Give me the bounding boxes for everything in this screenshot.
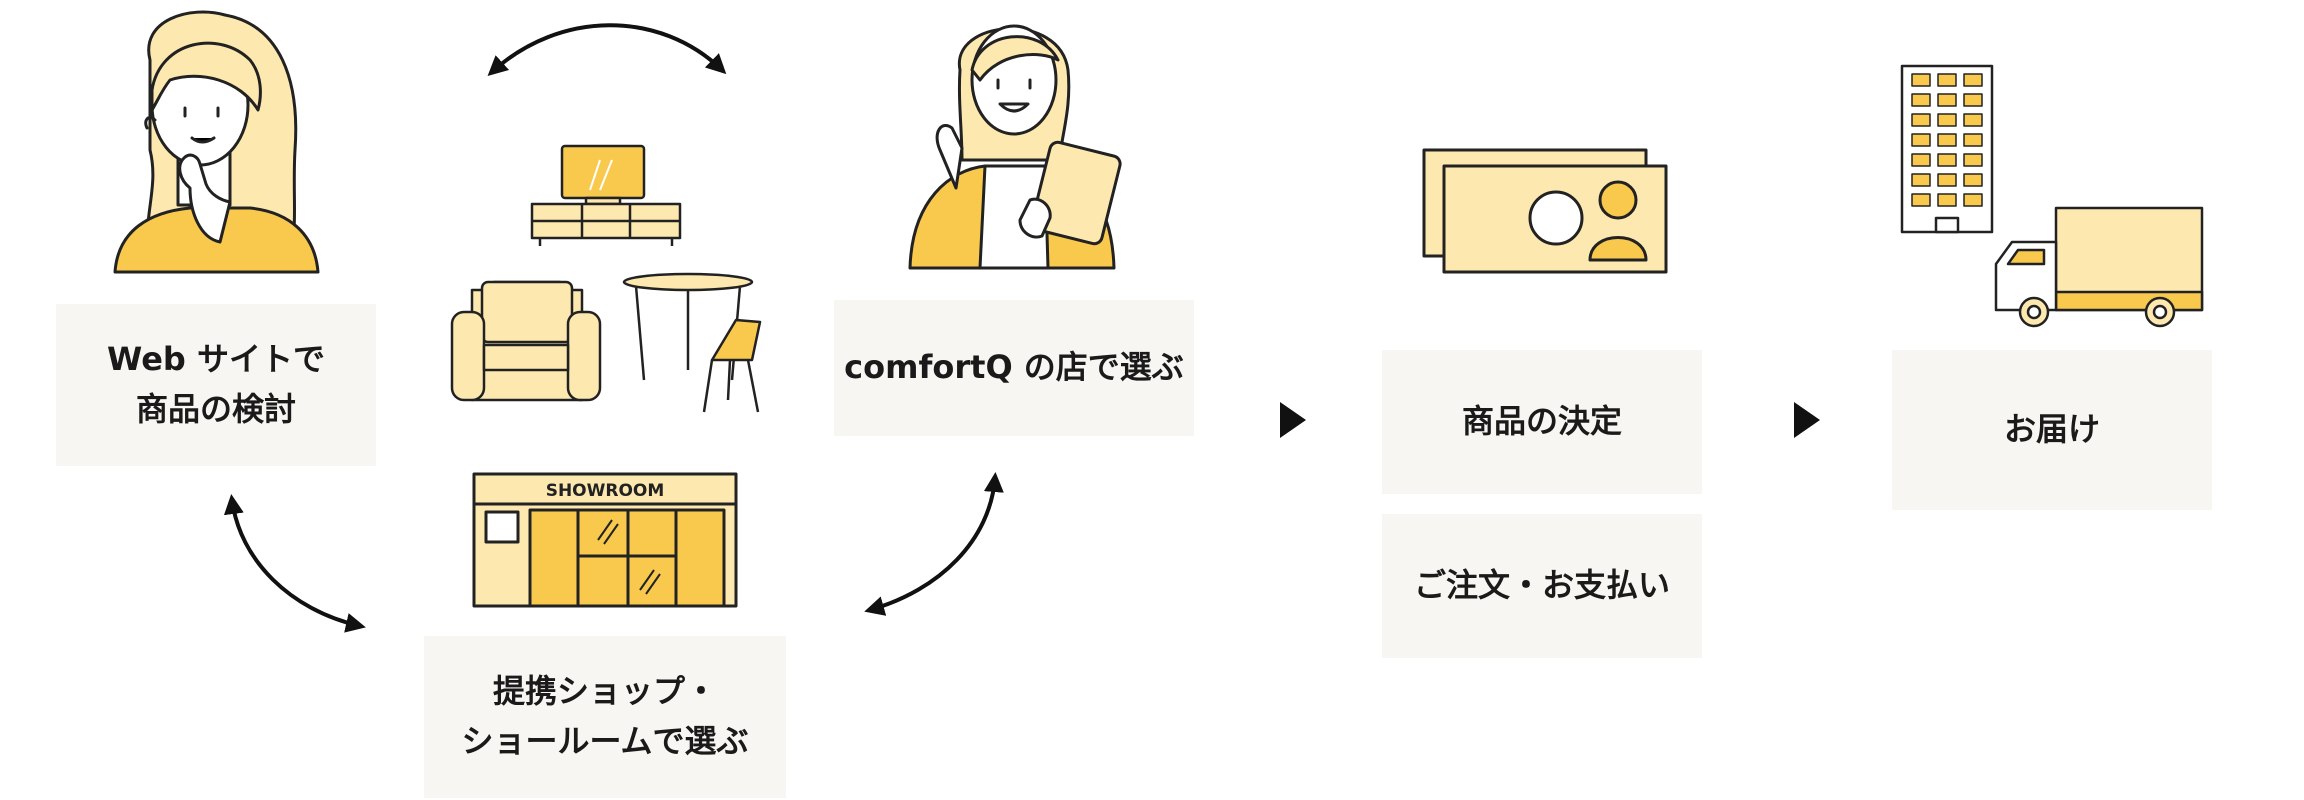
cycle-arrow-left-icon <box>223 494 366 633</box>
step-store-label: comfortQ の店で選ぶ <box>844 348 1184 387</box>
step-order-label: ご注文・お支払い <box>1413 566 1670 605</box>
id-cards-icon <box>1422 148 1668 274</box>
cycle-arrow-top-icon <box>487 23 727 77</box>
step-partner-line1: 提携ショップ・ <box>492 672 717 711</box>
woman-thinking-icon <box>113 10 320 274</box>
step-partner-showroom: 提携ショップ・ ショールームで選ぶ <box>424 636 786 798</box>
truck-icon <box>1994 206 2204 328</box>
step-web-line2: 商品の検討 <box>135 390 296 428</box>
step-delivery: お届け <box>1892 350 2212 510</box>
flow-arrow-1-icon <box>1280 402 1306 438</box>
furniture-icon <box>450 144 762 413</box>
step-delivery-label: お届け <box>2003 410 2100 449</box>
step-web-research: Web サイトで 商品の検討 <box>56 304 376 466</box>
step-partner-line2: ショールームで選ぶ <box>461 722 749 760</box>
step-store-select: comfortQ の店で選ぶ <box>834 300 1194 436</box>
cycle-arrow-right-icon <box>864 472 1004 616</box>
flow-arrow-2-icon <box>1794 402 1820 438</box>
showroom-icon <box>472 472 738 608</box>
woman-with-tablet-icon <box>908 24 1122 270</box>
step-order-payment: ご注文・お支払い <box>1382 514 1702 658</box>
step-decide: 商品の決定 <box>1382 350 1702 494</box>
step-web-line1: Web サイトで <box>107 340 325 379</box>
step-decide-label: 商品の決定 <box>1461 402 1622 441</box>
showroom-sign: SHOWROOM <box>546 481 665 501</box>
building-icon <box>1900 64 1994 234</box>
